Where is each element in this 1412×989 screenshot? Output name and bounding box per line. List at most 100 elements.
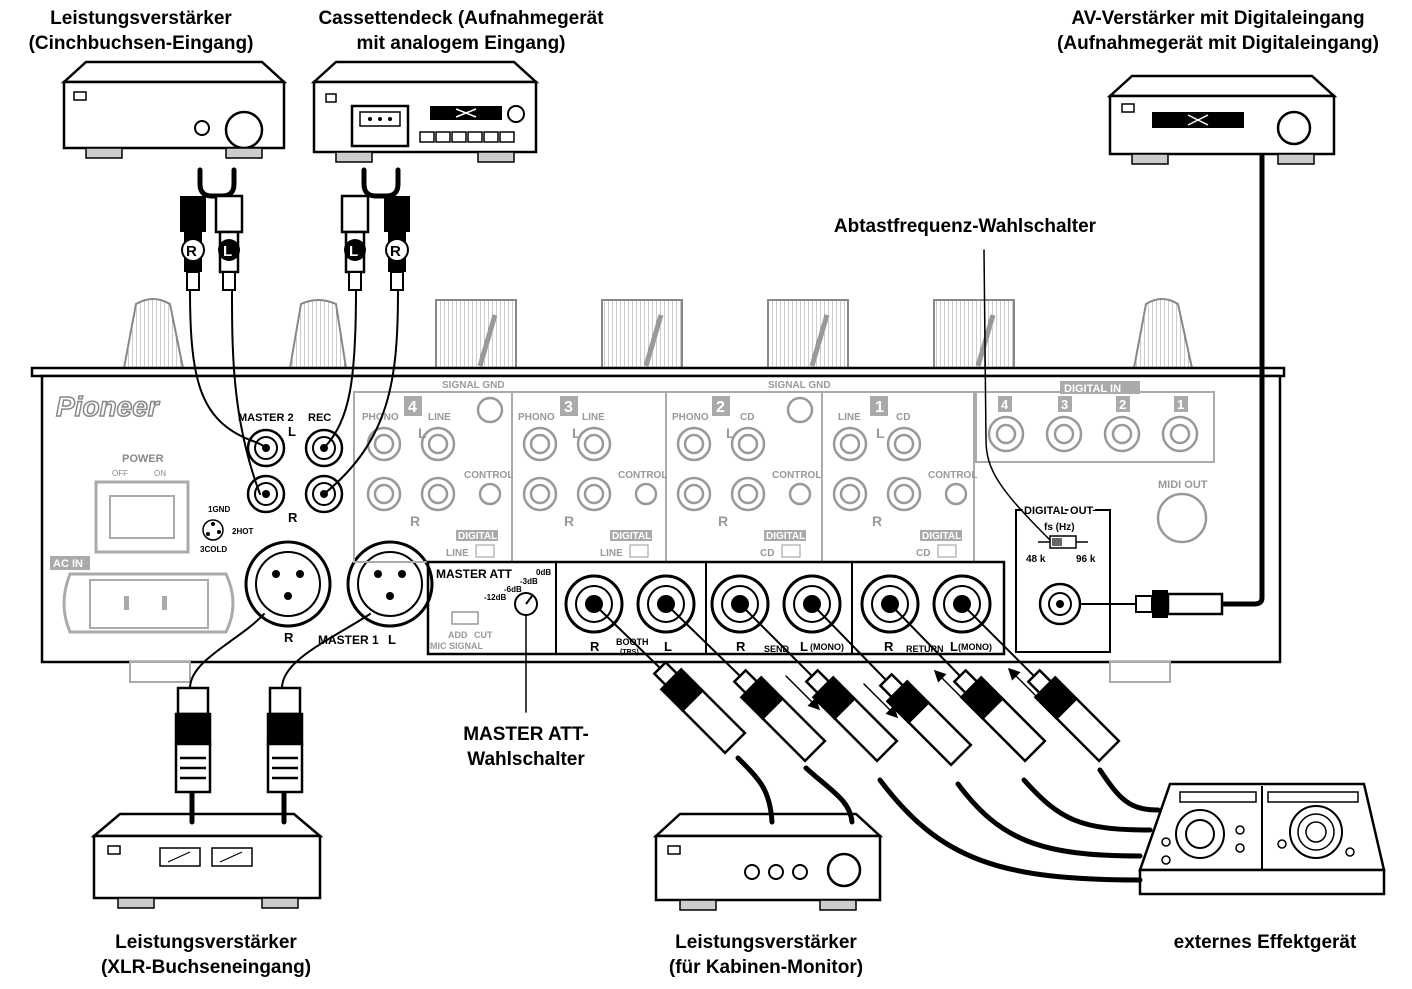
channel-4-number: 4 — [408, 399, 417, 416]
master1-r-label: R — [284, 630, 294, 645]
power-label: POWER — [122, 453, 164, 465]
signal-gnd-label-1: SIGNAL GND — [442, 380, 505, 391]
att-6db-label: -6dB — [504, 585, 522, 594]
booth-r-label: R — [590, 639, 600, 654]
mic-add-label: ADD — [448, 630, 468, 640]
return-label: RETURN — [906, 644, 944, 654]
booth-trs-label: (TRS) — [620, 649, 639, 656]
xlr-plugs — [174, 686, 304, 794]
xlr-jack-master1-r[interactable] — [244, 540, 332, 628]
att-0db-label: 0dB — [536, 568, 551, 577]
ch3-line-label: LINE — [582, 412, 605, 423]
rca-plugs: R L L R — [180, 194, 1224, 618]
ch4-input-switch[interactable] — [475, 544, 495, 558]
caption-av-amplifier: AV-Verstärker mit Digitaleingang(Aufnahm… — [1057, 8, 1379, 54]
channel-rca-jacks[interactable] — [366, 396, 968, 512]
midi-out-jack[interactable] — [1156, 492, 1208, 544]
svg-text:R: R — [718, 513, 728, 529]
device-power-amp-booth — [652, 812, 884, 911]
return-mono-label: (MONO) — [958, 642, 992, 652]
cables — [189, 153, 1265, 883]
mic-signal-label: MIC SIGNAL — [430, 641, 484, 651]
knob-3 — [1132, 298, 1194, 369]
att-12db-label: -12dB — [484, 593, 506, 602]
return-r-label: R — [884, 639, 894, 654]
device-effector — [1138, 782, 1386, 896]
ch4-digital-label: DIGITAL — [458, 531, 497, 542]
channel-1-number: 1 — [875, 399, 884, 416]
device-power-amp-rca — [60, 60, 288, 159]
mic-cut-label: CUT — [474, 630, 493, 640]
ch2-cd-switch-label: CD — [760, 548, 774, 559]
ch1-input-switch[interactable] — [937, 544, 957, 558]
master2-l-label: L — [288, 424, 296, 439]
digital-in-num-4: 4 — [1001, 397, 1009, 412]
plug-cassette-l: L — [340, 194, 370, 291]
ch4-line-switch-label: LINE — [446, 548, 469, 559]
ch2-cd-label: CD — [740, 412, 754, 423]
device-power-amp-xlr — [90, 812, 324, 909]
device-av-amplifier — [1106, 74, 1338, 165]
send-mono-label: (MONO) — [810, 642, 844, 652]
xlr-jack-master1-l[interactable] — [346, 540, 434, 628]
send-label: SEND — [764, 644, 790, 654]
ch2-input-switch[interactable] — [781, 544, 801, 558]
ch1-digital-label: DIGITAL — [922, 531, 961, 542]
master2-label: MASTER 2 — [238, 412, 294, 424]
send-r-label: R — [736, 639, 746, 654]
digital-out-label: DIGITAL OUT — [1024, 505, 1094, 517]
digital-in-label: DIGITAL IN — [1064, 383, 1121, 395]
svg-text:R: R — [410, 513, 420, 529]
svg-text:L: L — [223, 243, 232, 260]
brand-logo: Pioneer — [56, 391, 161, 422]
ch1-cd-switch-label: CD — [916, 548, 930, 559]
ch3-phono-label: PHONO — [518, 412, 555, 423]
ch3-line-switch-label: LINE — [600, 548, 623, 559]
rca-jack-master2-r[interactable] — [246, 474, 286, 514]
knob-2 — [288, 299, 348, 369]
pin3-label: 3COLD — [200, 545, 227, 554]
caption-power-amp-rca: Leistungsverstärker(Cinchbuchsen-Eingang… — [28, 8, 254, 54]
midi-out-label: MIDI OUT — [1158, 479, 1208, 491]
svg-text:R: R — [564, 513, 574, 529]
ch4-line-label: LINE — [428, 412, 451, 423]
power-on-label: ON — [154, 469, 166, 478]
ch3-control-label: CONTROL — [618, 470, 667, 481]
svg-text:L: L — [726, 425, 735, 441]
ch1-cd-label: CD — [896, 412, 910, 423]
plug-amp-r: R — [180, 196, 206, 291]
caption-master-att-switch: MASTER ATT-Wahlschalter — [463, 724, 589, 770]
caption-sampling-switch: Abtastfrequenz-Wahlschalter — [833, 216, 1097, 237]
ch1-line-label: LINE — [838, 412, 861, 423]
ch2-phono-label: PHONO — [672, 412, 709, 423]
caption-effector: externes Effektgerät — [1173, 932, 1357, 953]
svg-text:R: R — [390, 243, 401, 260]
digital-out-jack[interactable] — [1038, 582, 1082, 626]
fader-3 — [767, 299, 849, 369]
power-off-label: OFF — [112, 469, 128, 478]
device-cassette-deck — [310, 60, 540, 163]
fs-label: fs (Hz) — [1044, 522, 1075, 533]
ch3-input-switch[interactable] — [629, 544, 649, 558]
phone-plugs — [652, 660, 1121, 767]
return-l-label: L — [950, 639, 958, 654]
fader-2 — [601, 299, 683, 369]
master2-r-label: R — [288, 510, 298, 525]
caption-power-amp-xlr: Leistungsverstärker(XLR-Buchseneingang) — [100, 932, 312, 978]
fs-96k-label: 96 k — [1076, 554, 1096, 565]
plug-digital-out — [1135, 590, 1224, 618]
mic-signal-switch[interactable] — [451, 611, 479, 625]
digital-in-num-1: 1 — [1177, 397, 1184, 412]
ch2-control-label: CONTROL — [772, 470, 821, 481]
plug-cassette-r: R — [384, 196, 410, 291]
svg-text:L: L — [876, 425, 885, 441]
signal-gnd-label-2: SIGNAL GND — [768, 380, 831, 391]
fader-4 — [933, 299, 1015, 369]
digital-in-jacks[interactable] — [987, 415, 1199, 453]
svg-text:L: L — [418, 425, 427, 441]
att-3db-label: -3dB — [520, 577, 538, 586]
svg-text:R: R — [872, 513, 882, 529]
ac-in-label: AC IN — [53, 558, 83, 570]
